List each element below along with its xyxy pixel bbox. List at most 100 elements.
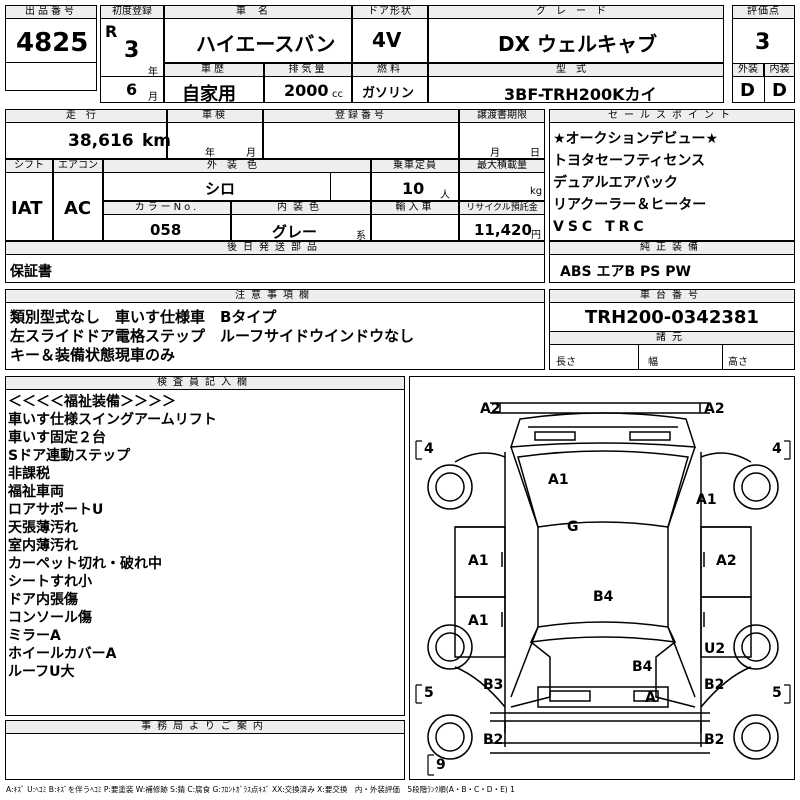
chassis-number: TRH200-0342381	[585, 307, 759, 328]
inspector-notes-header: 検査員記入欄	[5, 376, 405, 390]
note-line: 左スライドドア電格ステップ ルーフサイドウインドウなし	[10, 327, 415, 345]
damage-tire-fr: 4	[772, 441, 782, 457]
inspection-header: 車検	[167, 109, 263, 123]
first-reg-header: 初度登録	[100, 5, 164, 19]
capacity-header: 乗車定員	[371, 159, 459, 173]
lot-no: 4825	[16, 28, 89, 58]
fuel-header: 燃料	[352, 63, 428, 77]
inspector-note: カーペット切れ・破れ中	[8, 556, 162, 572]
aircon-header: エアコン	[53, 159, 103, 173]
inspector-note: 福祉車両	[8, 484, 64, 500]
notes-header: 注意事項欄	[5, 289, 545, 303]
damage-diagram: A2 A2 4 4 A1 A1 G A1 A2 B4 A1 U2 B4 5 5 …	[409, 376, 795, 780]
selling-point: デュアルエアバック	[553, 175, 679, 191]
inspector-note: ホイールカバーA	[8, 646, 117, 662]
ext-color: シロ	[205, 180, 236, 198]
capacity-unit: 人	[440, 190, 450, 201]
damage-tire-fl: 4	[424, 441, 434, 457]
post-parts: 保証書	[10, 264, 52, 280]
first-reg-month: 6	[126, 80, 138, 99]
genuine: ABS エアB PS PW	[560, 264, 691, 280]
inspector-note: ミラーA	[8, 628, 61, 644]
damage-rear-left: B2	[483, 732, 504, 748]
damage-quarter-right: B2	[704, 677, 725, 693]
selling-point: ★オークションデビュー★	[553, 131, 719, 147]
inspector-note: ロアサポートU	[8, 502, 104, 518]
damage-slide-right: U2	[704, 641, 726, 657]
doors: 4V	[372, 28, 402, 52]
ext-color-header: 外装色	[103, 159, 371, 173]
int-color-suffix: 系	[356, 231, 366, 242]
history: 自家用	[182, 84, 236, 105]
max-load-unit: kg	[530, 186, 543, 197]
damage-roof: B4	[593, 589, 614, 605]
recycle-header: リサイクル預託金	[459, 201, 545, 215]
note-line: 類別型式なし 車いす仕様車 Bタイプ	[10, 308, 277, 326]
model-code-header: 型式	[428, 63, 724, 77]
damage-hood: A1	[548, 472, 569, 488]
inspector-note: 車いす仕様スイングアームリフト	[8, 412, 217, 428]
transfer-header: 譲渡書期限	[459, 109, 545, 123]
first-reg-era: R	[105, 22, 118, 41]
recycle: 11,420	[474, 221, 532, 239]
doors-header: ドア形状	[352, 5, 428, 19]
grade-header: グレード	[428, 5, 724, 19]
inspector-note: ドア内張傷	[8, 592, 78, 608]
interior-header: 内装	[764, 63, 795, 77]
reg-no-header: 登録番号	[263, 109, 459, 123]
inspector-note: 車いす固定２台	[8, 430, 106, 446]
lot-no-header: 出品番号	[5, 5, 97, 19]
inspector-note: Sドア連動ステップ	[8, 448, 131, 464]
spec-width: 幅	[648, 357, 658, 368]
fuel: ガソリン	[362, 86, 415, 101]
first-reg-year-unit: 年	[148, 67, 158, 78]
damage-front-right: A2	[704, 401, 725, 417]
int-color: グレー	[272, 223, 318, 241]
note-line: キー＆装備状態現車のみ	[10, 346, 176, 364]
model-name: ハイエースバン	[196, 32, 336, 56]
post-parts-header: 後日発送部品	[5, 241, 545, 255]
int-color-header: 内装色	[231, 201, 371, 215]
displacement-header: 排気量	[264, 63, 352, 77]
inspector-note: 室内薄汚れ	[8, 538, 78, 554]
shift-header: シフト	[5, 159, 53, 173]
model-name-header: 車名	[164, 5, 352, 19]
inspector-note: ＜＜＜＜福祉装備＞＞＞＞	[8, 394, 176, 410]
inspector-note: シートすれ小	[8, 574, 92, 590]
first-reg-year: 3	[124, 38, 140, 63]
color-no: 058	[150, 221, 182, 239]
damage-door-fl: A1	[468, 553, 489, 569]
aircon: AC	[64, 198, 92, 219]
shift: IAT	[11, 198, 43, 219]
displacement: 2000	[284, 81, 329, 100]
damage-rear-right: B2	[704, 732, 725, 748]
mileage: 38,616	[68, 131, 134, 151]
selling-point: VSC TRC	[553, 219, 648, 235]
model-code: 3BF-TRH200Kカイ	[504, 85, 657, 104]
inspector-note: コンソール傷	[8, 610, 92, 626]
damage-front-left: A2	[480, 401, 501, 417]
transfer-month-unit: 月	[490, 148, 500, 159]
damage-fender-right: A1	[696, 492, 717, 508]
inspection-month-unit: 月	[246, 148, 256, 159]
score: 3	[755, 30, 771, 55]
damage-quarter-left: B3	[483, 677, 504, 693]
import-header: 輸入車	[371, 201, 459, 215]
displacement-unit: cc	[332, 89, 343, 100]
inspector-note: ルーフU大	[8, 664, 75, 680]
recycle-unit: 円	[531, 230, 541, 241]
mileage-unit: km	[142, 131, 172, 151]
damage-windshield: G	[567, 519, 579, 535]
color-no-header: カラーNo.	[103, 201, 231, 215]
selling-point: リアクーラー＆ヒーター	[553, 197, 707, 213]
damage-spare: 9	[436, 757, 446, 773]
mileage-header: 走行	[5, 109, 167, 123]
spec-height: 高さ	[728, 357, 748, 368]
damage-bumper: A	[645, 690, 656, 706]
history-header: 車歴	[164, 63, 264, 77]
selling-points-header: セールスポイント	[549, 109, 795, 123]
selling-point: トヨタセーフティセンス	[553, 153, 706, 169]
score-header: 評価点	[732, 5, 795, 19]
grade: DX ウェルキャブ	[498, 32, 657, 56]
interior-score: D	[772, 80, 787, 101]
